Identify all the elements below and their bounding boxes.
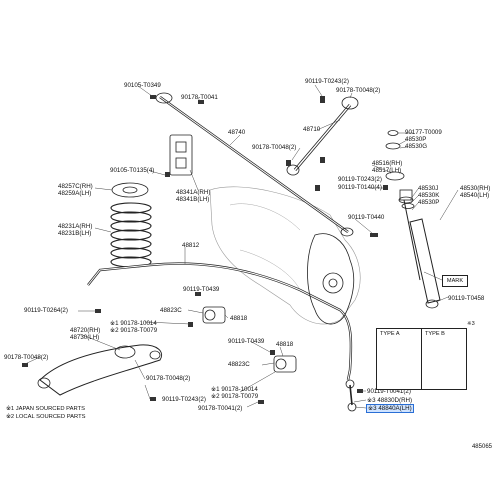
leader-lines xyxy=(24,84,459,409)
label-48740: 48740 xyxy=(228,129,246,136)
fasteners xyxy=(22,95,388,404)
label-90178-T0048-top: 90178-T0048(2) xyxy=(336,87,381,94)
label-90119-T0439-b: 90119-T0439 xyxy=(228,338,265,345)
label-48530J: 48530J xyxy=(418,185,439,192)
shock-mount-stack xyxy=(385,130,415,209)
label-48516: 48516(RH) xyxy=(372,160,403,167)
label-90105-T0135: 90105-T0135(4) xyxy=(110,167,155,174)
label-90178-T0048-left: 90178-T0048(2) xyxy=(4,354,49,361)
axle-carrier xyxy=(307,233,355,325)
label-90178-T0041: 90178-T0041 xyxy=(181,94,218,101)
type-b-label: TYPE B xyxy=(425,331,445,337)
body-outline-2 xyxy=(229,203,301,291)
label-48530K: 48530K xyxy=(418,192,440,199)
label-48530P-top: 48530P xyxy=(405,136,427,143)
label-48530P-bottom: 48530P xyxy=(418,199,440,206)
label-48730-lh: 48730(LH) xyxy=(70,334,100,341)
label-90178-10014-b: ※1 90178-10014 xyxy=(211,386,258,393)
label-90178-T0079-a: ※2 90178-T0079 xyxy=(110,327,158,334)
label-48720-rh: 48720(RH) xyxy=(70,327,101,334)
label-90105-T0349: 90105-T0349 xyxy=(124,82,161,89)
body-outline xyxy=(209,186,361,325)
type-a-label: TYPE A xyxy=(380,331,400,337)
label-48257C: 48257C(RH) xyxy=(58,183,93,190)
label-90178-T0048-bottom: 90178-T0048(2) xyxy=(146,375,191,382)
label-90119-T0041: 90119-T0041(2) xyxy=(367,388,411,395)
label-48710: 48710 xyxy=(303,126,321,133)
bushing-48818-b xyxy=(273,355,297,373)
label-90178-T0048-mid: 90178-T0048(2) xyxy=(252,144,297,151)
label-90119-T0243-top: 90119-T0243(2) xyxy=(305,78,349,85)
label-48840A-highlighted[interactable]: ※3 48840A(LH) xyxy=(366,404,414,413)
label-48830D: ※3 48830D(RH) xyxy=(367,397,413,404)
label-90119-T0243-bottom: 90119-T0243(2) xyxy=(162,396,206,403)
label-48530-rh: 48530(RH) xyxy=(460,185,491,192)
upper-arm-48710 xyxy=(286,96,359,176)
mark-tag: MARK xyxy=(442,275,468,287)
label-48818-a: 48818 xyxy=(230,315,248,322)
stabilizer-bar-48812 xyxy=(87,262,353,381)
label-48530G: 48530G xyxy=(405,143,428,150)
label-90119-T0140: 90119-T0140(4) xyxy=(338,184,382,191)
spring-seat xyxy=(111,182,149,198)
bracket-48341 xyxy=(169,134,193,176)
lower-arm-48720 xyxy=(37,344,163,396)
diagram-code: 485065 xyxy=(471,444,492,450)
label-48823C-b: 48823C xyxy=(228,361,250,368)
note-local-sourced: ※2 LOCAL SOURCED PARTS xyxy=(6,414,86,420)
type-box-divider xyxy=(421,329,422,389)
label-48341B: 48341B(LH) xyxy=(176,196,210,203)
label-48231A: 48231A(RH) xyxy=(58,223,93,230)
label-48540-lh: 48540(LH) xyxy=(460,192,490,199)
label-90119-T0439-a: 90119-T0439 xyxy=(183,286,220,293)
label-90119-T0264: 90119-T0264(2) xyxy=(24,307,68,314)
label-48259A: 48259A(LH) xyxy=(58,190,92,197)
label-48231B: 48231B(LH) xyxy=(58,230,92,237)
stabilizer-link-48830 xyxy=(345,379,357,412)
label-90178-10014-a: ※1 90178-10014 xyxy=(110,320,157,327)
coil-spring-48231 xyxy=(110,202,152,268)
label-48341A: 48341A(RH) xyxy=(176,189,211,196)
label-90119-T0440: 90119-T0440 xyxy=(348,214,385,221)
label-90177-T0009: 90177-T0009 xyxy=(405,129,442,136)
type-reference-box: ※3 TYPE A TYPE B xyxy=(376,321,475,390)
type-box-marker: ※3 xyxy=(467,321,475,327)
label-90178-T0041-bottom: 90178-T0041(2) xyxy=(198,405,243,412)
label-48818-b: 48818 xyxy=(276,341,294,348)
label-48517: 48517(LH) xyxy=(372,167,402,174)
label-48823C-a: 48823C xyxy=(160,307,182,314)
lateral-rod-48740 xyxy=(155,92,354,237)
label-48812: 48812 xyxy=(182,242,200,249)
note-japan-sourced: ※1 JAPAN SOURCED PARTS xyxy=(6,406,85,412)
label-90119-T0458: 90119-T0458 xyxy=(448,295,485,302)
label-90119-T0243-mid: 90119-T0243(2) xyxy=(338,176,382,183)
bushing-48818-a xyxy=(202,306,226,324)
label-90178-T0079-b: ※2 90178-T0079 xyxy=(211,393,259,400)
shock-absorber-48530 xyxy=(399,189,441,309)
